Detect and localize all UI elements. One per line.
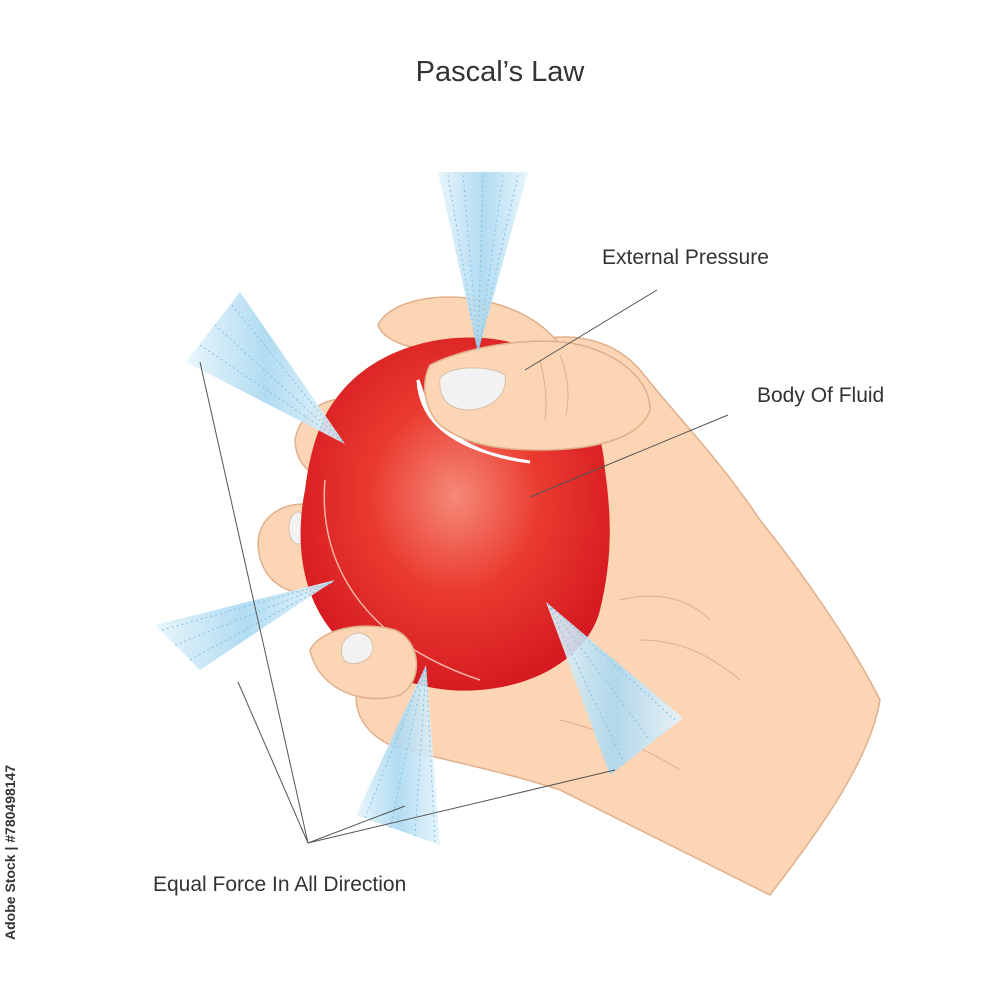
thumb-crease: [559, 354, 569, 416]
leader-equal-left: [237, 681, 309, 844]
thumb-crease: [539, 359, 547, 421]
watermark-id: Adobe Stock | #780498147: [2, 765, 18, 941]
leader-equal-right: [307, 769, 616, 844]
palm-crease: [639, 639, 741, 681]
page-title: Pascal’s Law: [415, 56, 585, 88]
jet-lower-right: [546, 602, 683, 775]
palm-crease: [619, 595, 711, 621]
hand-pinky-finger: [309, 625, 417, 700]
jet-top: [438, 172, 528, 352]
label-equal-force: Equal Force In All Direction: [153, 873, 407, 896]
leader-lines: [199, 289, 729, 844]
jet-bottom: [356, 665, 440, 845]
leader-equal-upper-left: [199, 361, 309, 844]
leader-external-pressure: [524, 289, 658, 371]
leader-body-of-fluid: [529, 414, 729, 498]
label-body-of-fluid: Body Of Fluid: [757, 384, 885, 407]
leader-equal-bottom: [307, 805, 406, 844]
label-external-pressure: External Pressure: [602, 246, 769, 269]
ball-seam: [323, 479, 481, 681]
jet-left: [155, 580, 335, 670]
thumbnail: [439, 367, 506, 411]
pinky-fingernail: [341, 632, 374, 664]
jet-upper-left: [186, 292, 345, 444]
